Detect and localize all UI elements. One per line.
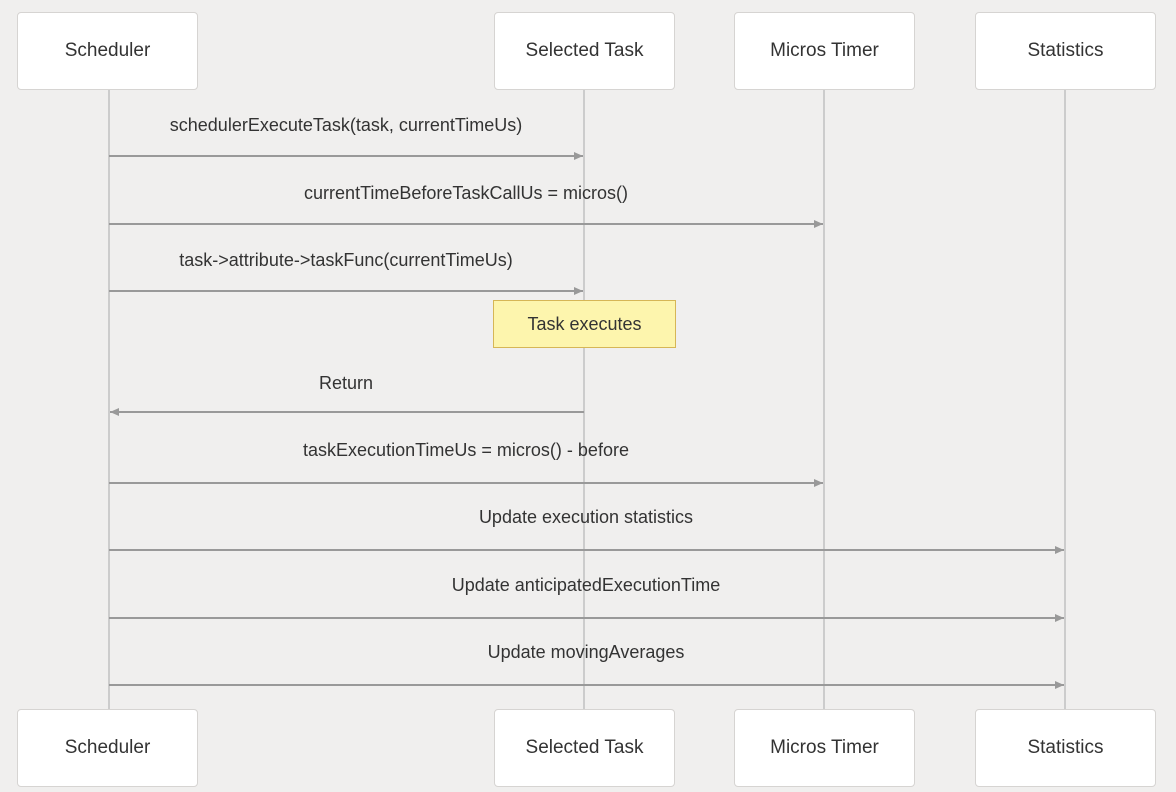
participant-selected-task-bottom[interactable]: Selected Task bbox=[494, 709, 675, 787]
note-0: Task executes bbox=[493, 300, 676, 348]
participant-selected-task-top[interactable]: Selected Task bbox=[494, 12, 675, 90]
participant-label: Selected Task bbox=[525, 737, 644, 758]
participant-label: Statistics bbox=[1027, 40, 1104, 61]
message-label-5: Update execution statistics bbox=[478, 507, 694, 527]
participant-scheduler-bottom[interactable]: Scheduler bbox=[17, 709, 198, 787]
message-label-3: Return bbox=[318, 373, 374, 393]
participant-label: Micros Timer bbox=[770, 40, 879, 61]
participant-label: Statistics bbox=[1027, 737, 1104, 758]
note-label: Task executes bbox=[527, 313, 642, 334]
message-label-4: taskExecutionTimeUs = micros() - before bbox=[303, 440, 629, 460]
participant-statistics-bottom[interactable]: Statistics bbox=[975, 709, 1156, 787]
participant-micros-timer-top[interactable]: Micros Timer bbox=[734, 12, 915, 90]
lifelines-group bbox=[108, 90, 1066, 709]
message-label-6: Update anticipatedExecutionTime bbox=[451, 575, 721, 595]
participant-label: Selected Task bbox=[525, 40, 644, 61]
message-label-2: task->attribute->taskFunc(currentTimeUs) bbox=[179, 250, 513, 270]
participant-label: Micros Timer bbox=[770, 737, 879, 758]
participant-label: Scheduler bbox=[64, 40, 151, 61]
message-label-1: currentTimeBeforeTaskCallUs = micros() bbox=[304, 183, 628, 203]
participant-scheduler-top[interactable]: Scheduler bbox=[17, 12, 198, 90]
message-arrows-group bbox=[109, 152, 1064, 689]
participant-micros-timer-bottom[interactable]: Micros Timer bbox=[734, 709, 915, 787]
message-label-0: schedulerExecuteTask(task, currentTimeUs… bbox=[169, 115, 523, 135]
message-label-7: Update movingAverages bbox=[487, 642, 685, 662]
participant-statistics-top[interactable]: Statistics bbox=[975, 12, 1156, 90]
participant-label: Scheduler bbox=[64, 737, 151, 758]
